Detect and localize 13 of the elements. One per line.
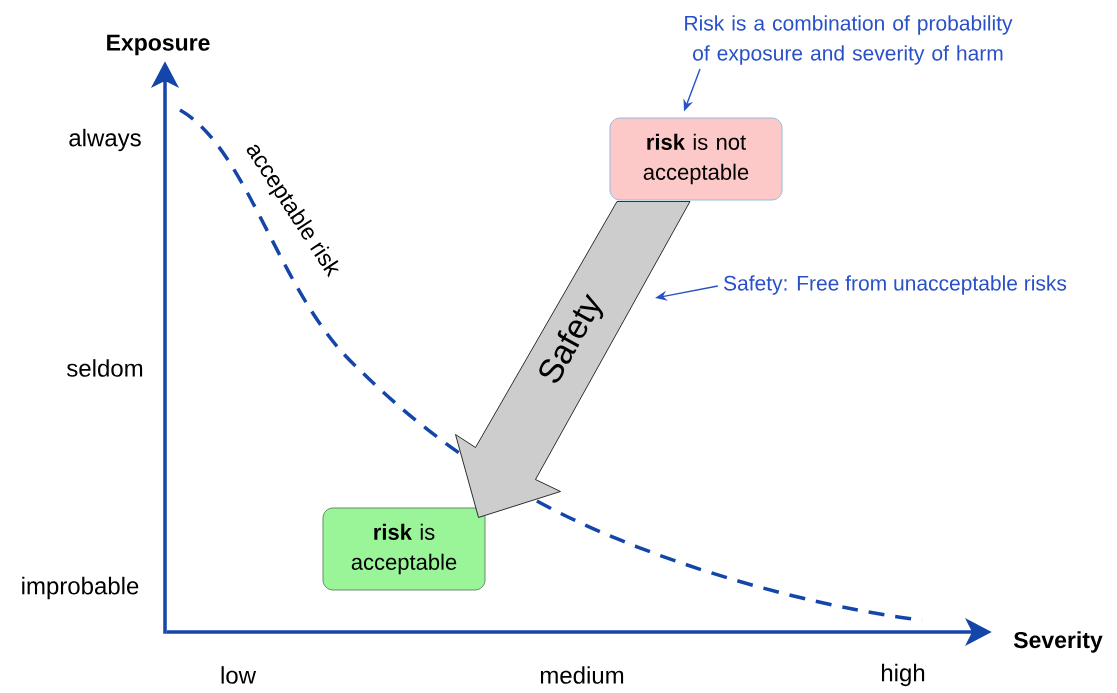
axis-tick-label: improbable bbox=[22, 576, 139, 600]
axis-title: Exposure bbox=[107, 34, 210, 56]
annotation-text: Safety: Free from unacceptable risks bbox=[724, 275, 1067, 295]
axis-tick-label: seldom bbox=[67, 359, 143, 377]
axis-tick-label: medium bbox=[540, 666, 624, 684]
axis-tick-label: always bbox=[69, 128, 141, 152]
axis-title: Severity bbox=[1013, 631, 1103, 653]
status-box: risk is acceptable bbox=[322, 507, 486, 591]
axis-tick-label: high bbox=[882, 663, 925, 687]
block-arrow bbox=[455, 201, 691, 518]
axis-tick-label: low bbox=[221, 666, 257, 684]
status-box: risk is not acceptable bbox=[609, 117, 783, 201]
annotation-text: Risk is a combination of probability of exposure and severity of harm bbox=[685, 15, 1013, 65]
